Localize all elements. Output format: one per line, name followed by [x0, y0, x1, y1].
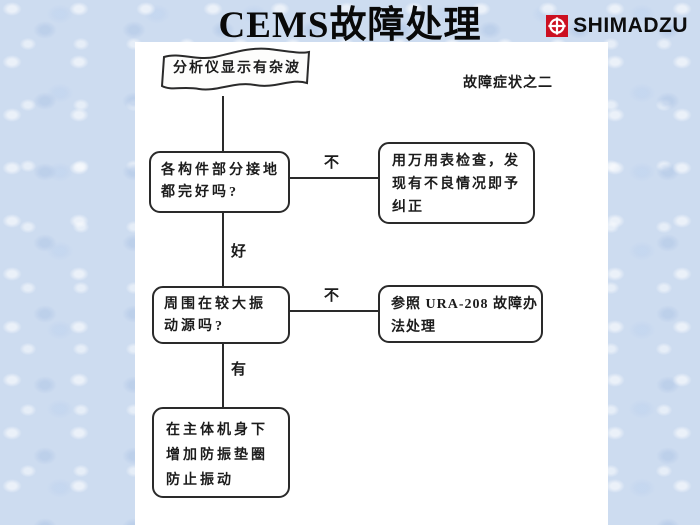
connector-start-to-q1: [222, 96, 224, 151]
edge-label-ok: 好: [231, 244, 247, 260]
action-antivibration-box: 在主体机身下 增加防振垫圈 防止振动: [152, 407, 290, 498]
shimadzu-logo-text: SHIMADZU: [573, 14, 688, 37]
fault-symptom-label: 故障症状之二: [463, 76, 553, 91]
connector-q1-to-q2: [222, 213, 224, 286]
decision-vibration-box: 周围在较大振 动源吗?: [152, 286, 290, 344]
action-ura208-box: 参照 URA-208 故障办 法处理: [378, 285, 543, 343]
start-node-text: 分析仪显示有杂波: [173, 61, 301, 76]
connector-q1-to-a1: [290, 177, 378, 179]
decision-grounding-box: 各构件部分接地 都完好吗?: [149, 151, 290, 213]
shimadzu-logo: SHIMADZU: [546, 14, 688, 38]
edge-label-yes: 有: [231, 362, 247, 378]
shimadzu-mark-icon: [546, 15, 569, 37]
action-multimeter-box: 用万用表检查，发 现有不良情况即予 纠正: [378, 142, 535, 224]
edge-label-no-1: 不: [324, 155, 340, 171]
edge-label-no-2: 不: [324, 288, 340, 304]
wavy-document-shape: [160, 47, 311, 91]
flowchart-panel: 故障症状之二 分析仪显示有杂波 各构件部分接地 都完好吗? 不 用万用表检查，发…: [135, 42, 608, 525]
slide-title: CEMS故障处理: [218, 5, 482, 46]
start-node-noise: 分析仪显示有杂波: [157, 44, 317, 98]
connector-q2-to-end: [222, 344, 224, 407]
connector-q2-to-a2: [290, 310, 378, 312]
